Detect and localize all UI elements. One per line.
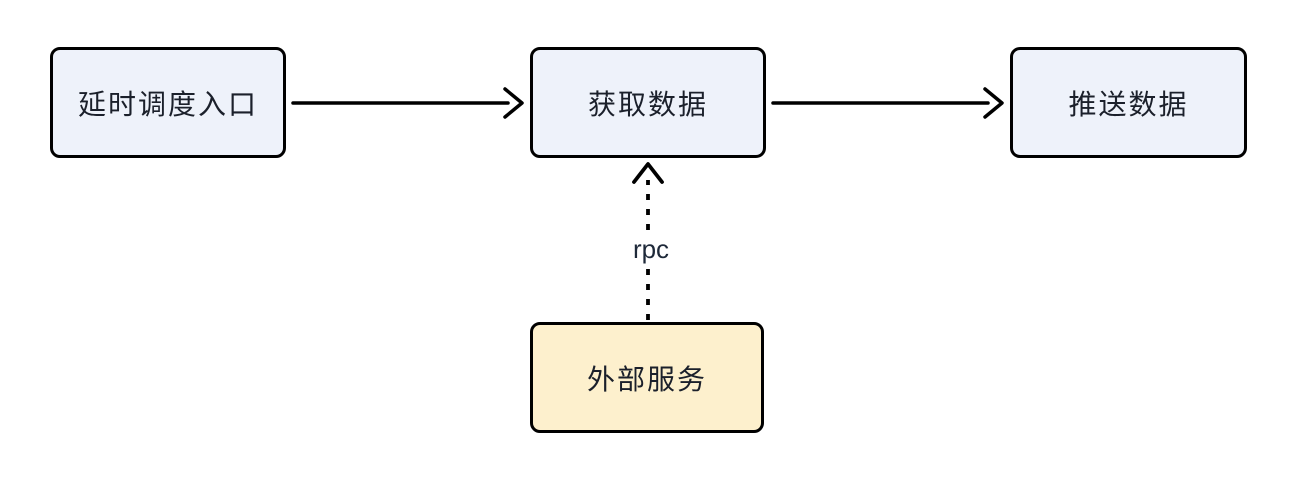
edge-fetch-to-push: [771, 87, 1004, 119]
node-push-data: 推送数据: [1010, 47, 1247, 158]
node-fetch-data: 获取数据: [530, 47, 766, 158]
edge-external-to-fetch: [632, 162, 664, 320]
node-label: 外部服务: [586, 363, 707, 395]
node-delay-schedule-entry: 延时调度入口: [50, 47, 286, 158]
edge-label-rpc: rpc: [624, 232, 678, 266]
node-label: 获取数据: [587, 88, 708, 120]
node-label: 延时调度入口: [77, 88, 258, 120]
node-external-service: 外部服务: [530, 322, 764, 433]
arrowhead-right-icon: [503, 87, 524, 119]
node-label: 推送数据: [1068, 88, 1189, 120]
arrowhead-right-icon: [983, 87, 1004, 119]
arrowhead-up-icon: [632, 162, 664, 184]
edge-entry-to-fetch: [291, 87, 524, 119]
